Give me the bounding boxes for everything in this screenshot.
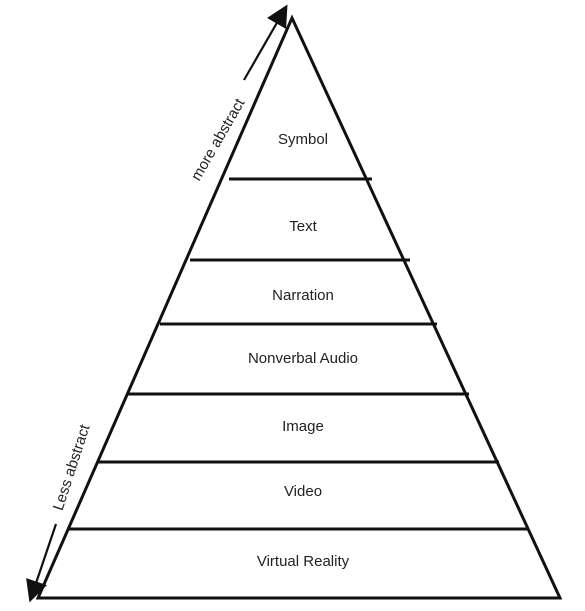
level-label-image: Image [282, 418, 324, 435]
level-label-video: Video [284, 483, 322, 500]
level-label-text: Text [289, 218, 317, 235]
less-abstract-arrow [26, 523, 58, 603]
more-abstract-arrow [243, 4, 288, 81]
level-label-nonverbal-audio: Nonverbal Audio [248, 350, 358, 367]
level-label-symbol: Symbol [278, 131, 328, 148]
level-label-virtual-reality: Virtual Reality [257, 553, 350, 570]
level-label-narration: Narration [272, 287, 334, 304]
pyramid-outline [35, 14, 563, 600]
